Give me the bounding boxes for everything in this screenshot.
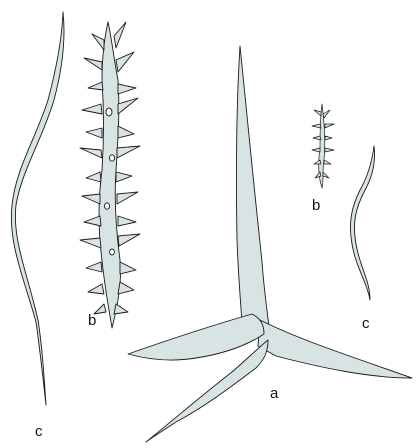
- spicule-a-ray-vertical: [236, 46, 270, 334]
- spicule-c-large: [11, 12, 64, 405]
- spicule-c-small: [350, 146, 374, 300]
- spicule-b-large: [80, 22, 140, 328]
- label-b-small: b: [312, 198, 320, 213]
- spicule-b-small: [312, 104, 334, 188]
- label-c-large: c: [35, 424, 43, 439]
- spicule-a-ray-left: [128, 314, 264, 360]
- label-a: a: [270, 386, 278, 401]
- label-c-small: c: [362, 316, 370, 331]
- label-b-large: b: [88, 313, 96, 328]
- spicule-a-ray-right: [258, 320, 412, 378]
